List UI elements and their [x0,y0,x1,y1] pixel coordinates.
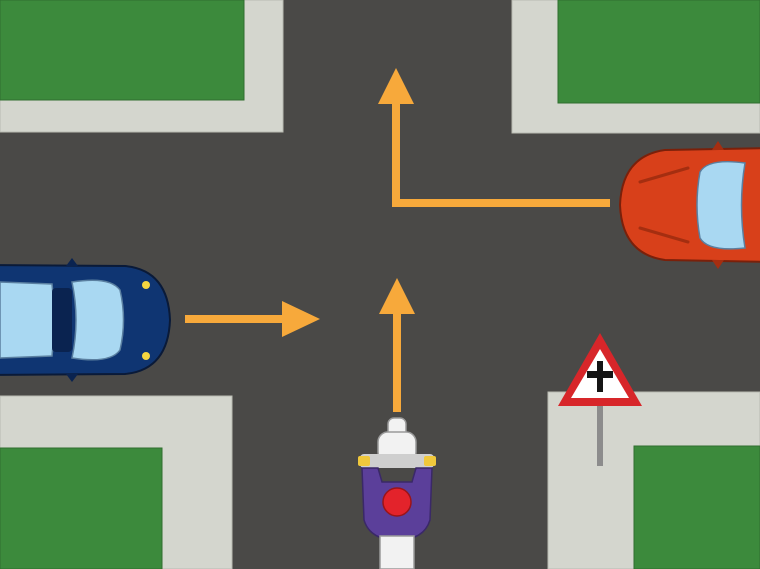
arrow-blue-car-head [282,301,320,337]
grass-bottom-left [0,447,163,569]
blue-car-headlight-bottom [142,352,150,360]
blue-car-roof-window [0,281,55,359]
red-car-hood-line-top [638,166,690,184]
motorbike-grip-left [358,456,370,466]
arrow-motorbike-head [379,278,415,314]
blue-car-mirror-bottom [66,374,78,382]
motorbike-grip-right [424,456,436,466]
grass-top-left [0,0,245,101]
sign-pole [597,398,603,466]
blue-car-headlight-top [142,281,150,289]
motorbike-rear [379,535,415,569]
motorbike-handlebar [360,454,434,468]
blue-car-roof [52,288,72,352]
blue-car-mirror-top [66,258,78,266]
arrow-red-car-head [378,68,414,104]
grass-bottom-right [633,445,760,569]
blue-car-windshield [71,279,125,361]
red-car [618,141,760,269]
blue-car [0,258,172,382]
red-car-mirror-top [712,141,724,150]
crossroads-sign [558,333,642,466]
red-car-mirror-bottom [712,260,724,269]
arrow-red-car-left-turn [392,102,610,207]
red-car-windshield [696,160,746,250]
sign-crossroads-symbol [587,361,613,392]
arrows [185,68,610,412]
motorbike [358,417,436,569]
grass-top-right [557,0,760,104]
red-car-hood-line-bottom [638,226,690,244]
rider-helmet [382,487,412,517]
